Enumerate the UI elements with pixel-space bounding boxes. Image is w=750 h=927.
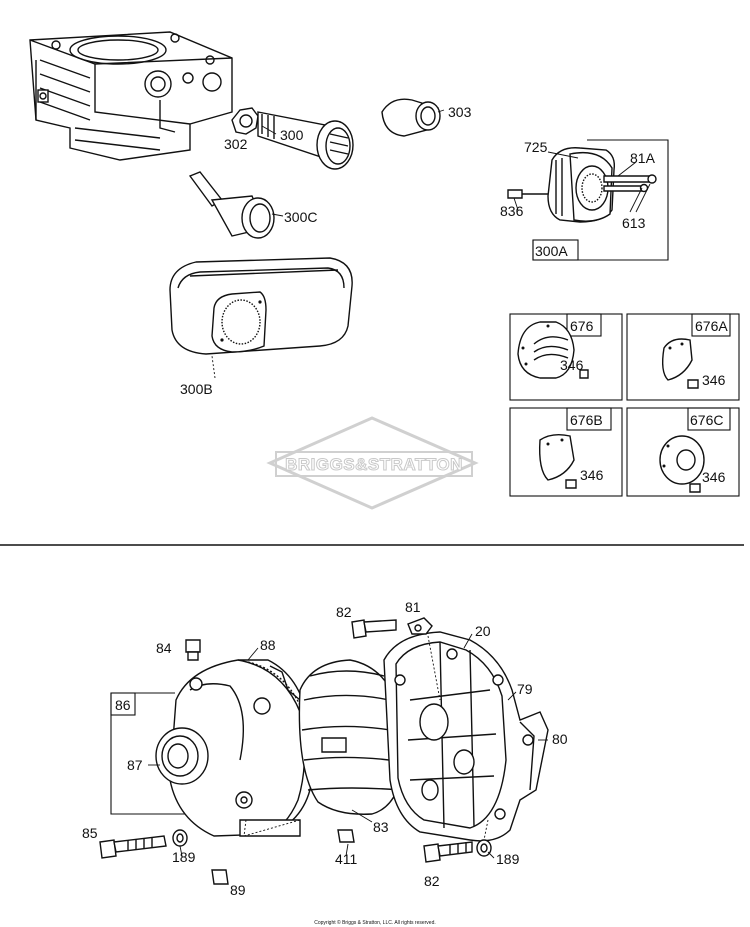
label-89: 89 — [230, 882, 246, 898]
label-189-left: 189 — [172, 849, 196, 865]
label-87: 87 — [127, 757, 143, 773]
label-82-bottom: 82 — [424, 873, 440, 889]
muffler-300 — [257, 111, 354, 170]
deflector-panel-676b — [509, 407, 623, 497]
label-79: 79 — [517, 681, 533, 697]
label-88: 88 — [260, 637, 276, 653]
part-labels: 300 302 303 300C 300B 725 81A 836 613 30… — [82, 104, 728, 898]
label-303: 303 — [448, 104, 472, 120]
label-84: 84 — [156, 640, 172, 656]
label-676c: 676C — [690, 412, 723, 428]
label-411: 411 — [335, 851, 358, 867]
fasteners-lower — [99, 617, 492, 885]
label-676b-346: 346 — [580, 467, 604, 483]
deflector-panel-676 — [509, 313, 623, 401]
label-20: 20 — [475, 623, 491, 639]
elbow-303 — [381, 98, 441, 137]
cylinder-block-drawing — [29, 31, 233, 161]
rotor-83 — [298, 659, 405, 815]
label-676b: 676B — [570, 412, 603, 428]
upper-leader-lines — [211, 109, 651, 379]
label-300: 300 — [280, 127, 304, 143]
housing-88 — [155, 659, 313, 837]
label-300c: 300C — [284, 209, 317, 225]
label-302: 302 — [224, 136, 248, 152]
muffler-300b — [169, 257, 353, 355]
muffler-300c — [188, 171, 275, 239]
kit-box-86 — [110, 692, 214, 815]
label-676a-346: 346 — [702, 372, 726, 388]
briggs-stratton-watermark: BRIGGS&STRATTON — [266, 416, 479, 510]
label-725: 725 — [524, 139, 548, 155]
label-676a: 676A — [695, 318, 728, 334]
label-836: 836 — [500, 203, 524, 219]
label-300b: 300B — [180, 381, 213, 397]
label-80: 80 — [552, 731, 568, 747]
lower-leader-lines — [148, 633, 548, 859]
label-676: 676 — [570, 318, 594, 334]
label-85: 85 — [82, 825, 98, 841]
watermark-text: BRIGGS&STRATTON — [285, 455, 463, 474]
copyright-text: Copyright © Briggs & Stratton, LLC. All … — [314, 919, 436, 926]
label-189-right: 189 — [496, 851, 520, 867]
label-676c-346: 346 — [702, 469, 726, 485]
label-86: 86 — [115, 697, 131, 713]
housing-79 — [383, 631, 549, 842]
lockwasher-302 — [231, 107, 259, 135]
label-81: 81 — [405, 599, 421, 615]
label-82-top: 82 — [336, 604, 352, 620]
label-676-346: 346 — [560, 357, 584, 373]
label-300a: 300A — [535, 243, 568, 259]
label-613: 613 — [622, 215, 646, 231]
label-83: 83 — [373, 819, 389, 835]
deflector-panel-676c — [626, 407, 740, 497]
muffler-kit-300a — [507, 139, 669, 261]
label-81a: 81A — [630, 150, 656, 166]
deflector-panel-676a — [626, 313, 740, 401]
